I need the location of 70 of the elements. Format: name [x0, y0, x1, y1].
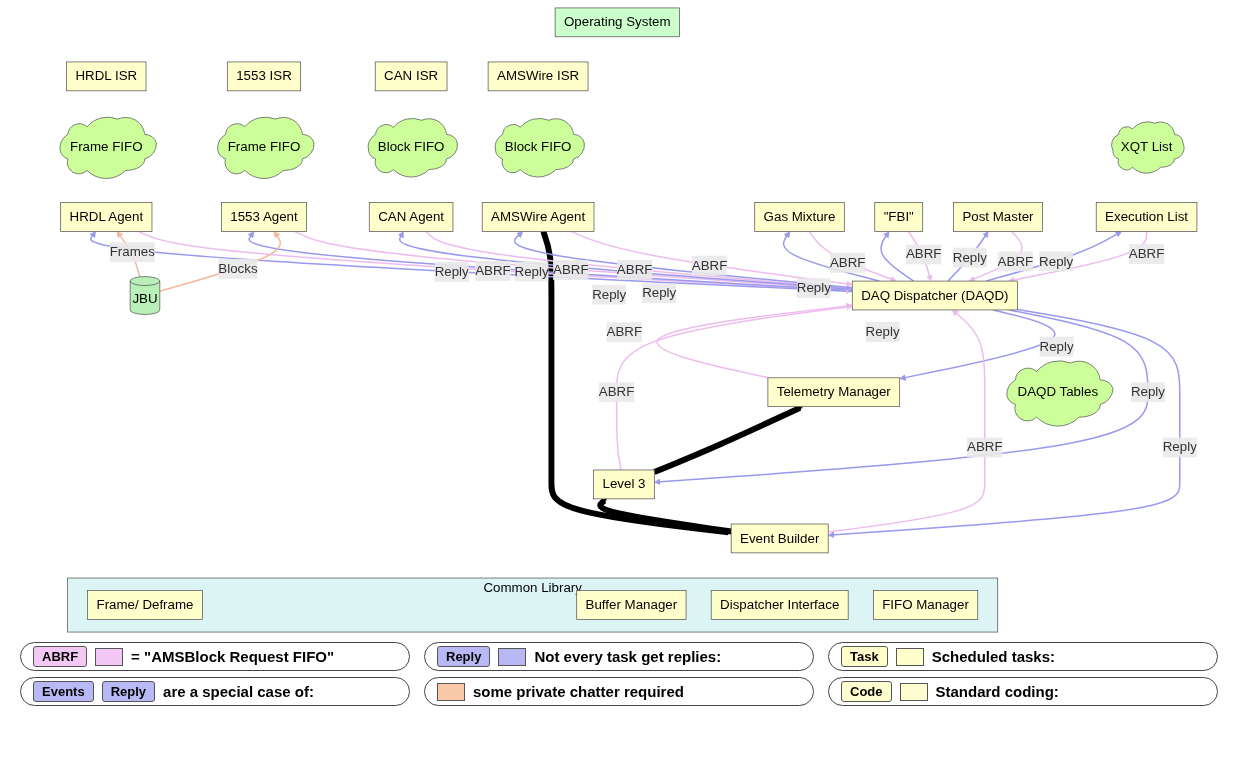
node-box: Event Builder	[730, 523, 829, 554]
edge-label: Reply	[865, 324, 900, 339]
edge-label: Frames	[109, 244, 155, 260]
edge-label: ABRF	[606, 324, 642, 340]
edge-label: Reply	[1039, 338, 1074, 354]
node-box: AMSWire Agent	[481, 202, 594, 232]
edge-label: Blocks	[217, 261, 258, 276]
legend-sample: Code	[841, 681, 892, 702]
node-box: AMSWire ISR	[487, 61, 588, 92]
edge-label: ABRF	[829, 254, 865, 270]
edge-label: Reply	[641, 285, 676, 301]
edge-label: Reply	[1038, 253, 1073, 269]
arrow	[540, 230, 732, 536]
edge-label: Reply	[434, 264, 469, 280]
node-box: 1553 Agent	[220, 202, 307, 232]
edge-label: ABRF	[905, 246, 941, 262]
node-box: Gas Mixture	[753, 202, 845, 232]
legend-sample: Reply	[101, 681, 156, 702]
edge-label: ABRF	[474, 263, 511, 278]
node-box: Buffer Manager	[575, 590, 686, 620]
legend-text: = "AMSBlock Request FIFO"	[131, 648, 335, 665]
legend-text: Not every task get replies:	[534, 648, 722, 665]
edge-label: ABRF	[1128, 246, 1164, 262]
edge-label: Reply	[591, 286, 626, 302]
legend-sample: Reply	[437, 646, 491, 667]
node-box: Frame/ Deframe	[86, 590, 203, 620]
node-box: Post Master	[952, 202, 1043, 232]
node-box: Operating System	[554, 7, 680, 38]
node-box: Level 3	[592, 469, 655, 500]
arrow	[898, 309, 1056, 381]
arrow	[879, 231, 914, 282]
arrow	[615, 303, 853, 471]
arrow	[808, 230, 897, 283]
arrow	[827, 309, 986, 533]
node-box: Execution List	[1095, 202, 1197, 232]
edge-label: ABRF	[616, 262, 652, 277]
node-box: CAN Agent	[368, 202, 453, 232]
edge-label: Reply	[952, 249, 987, 265]
arrow	[652, 405, 803, 475]
node-box: 1553 ISR	[226, 61, 301, 92]
arrow	[597, 498, 732, 535]
arrow	[827, 308, 1181, 538]
node-box: "FBI"	[873, 202, 923, 232]
legend-sample: Task	[841, 646, 888, 667]
node-box: FIFO Manager	[872, 590, 978, 620]
legend-text: are a special case of:	[163, 683, 314, 700]
edge-label: Reply	[514, 263, 549, 279]
node-box: CAN ISR	[374, 61, 447, 92]
edge-label: ABRF	[966, 439, 1003, 455]
edge-label: Reply	[1130, 384, 1165, 400]
edge-label: Reply	[1162, 439, 1197, 455]
edge-label: ABRF	[598, 384, 634, 400]
legend-sample: Events	[33, 681, 94, 702]
arrow	[655, 302, 853, 379]
legend-text: some private chatter required	[473, 683, 684, 700]
node-box: DAQ Dispatcher (DAQD)	[851, 280, 1018, 311]
node-box: Telemetry Manager	[767, 377, 900, 407]
edge-label: Reply	[796, 280, 831, 296]
legend-sample: ABRF	[33, 646, 88, 667]
arrow	[946, 231, 989, 282]
arrow	[158, 231, 281, 292]
arrow	[653, 309, 1149, 486]
edge-label: ABRF	[691, 257, 727, 273]
edge-label: ABRF	[997, 253, 1033, 269]
node-box: Dispatcher Interface	[710, 590, 849, 620]
node-box: HRDL ISR	[65, 61, 146, 92]
edge-label: ABRF	[552, 262, 589, 278]
legend-text: Scheduled tasks:	[931, 648, 1056, 665]
legend-text: Standard coding:	[935, 683, 1059, 700]
node-box: HRDL Agent	[59, 202, 152, 232]
